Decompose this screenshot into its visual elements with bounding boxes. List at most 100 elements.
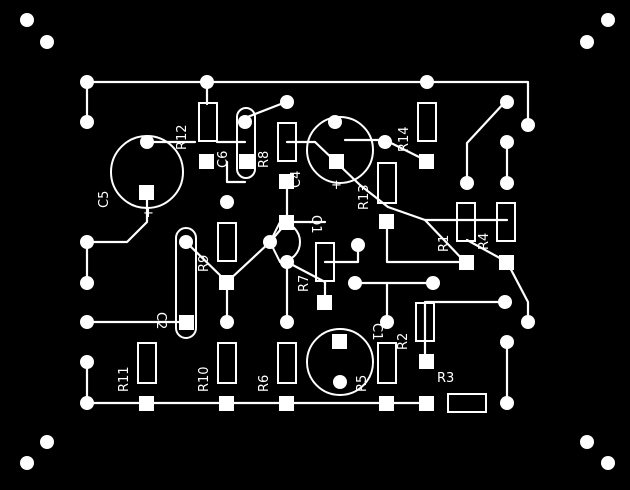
pad — [333, 375, 347, 389]
pad — [521, 118, 535, 132]
pad — [500, 135, 514, 149]
track — [313, 140, 509, 222]
label-q1: Q1 — [308, 215, 323, 234]
resistor-r4-outline — [496, 202, 516, 242]
label-c6: C6 — [216, 151, 231, 168]
resistor-r12-outline — [198, 102, 218, 142]
label-r2: R2 — [396, 333, 411, 350]
square-pad — [332, 334, 347, 349]
track — [85, 80, 530, 127]
pad — [420, 75, 434, 89]
label-r6: R6 — [257, 375, 272, 392]
pad — [80, 355, 94, 369]
pad — [80, 235, 94, 249]
mounting-hole — [20, 456, 34, 470]
square-pad — [139, 185, 154, 200]
pad — [140, 135, 154, 149]
label-r12: R12 — [175, 124, 190, 150]
mounting-hole — [580, 35, 594, 49]
label-r14: R14 — [397, 126, 412, 152]
label-r8: R8 — [257, 151, 272, 168]
square-pad — [419, 154, 434, 169]
pad — [179, 235, 193, 249]
pad — [80, 315, 94, 329]
label-r1: R1 — [437, 235, 452, 252]
track — [423, 300, 507, 342]
track — [243, 100, 288, 120]
square-pad — [199, 154, 214, 169]
resistor-r10-outline — [217, 342, 237, 384]
mounting-hole — [40, 435, 54, 449]
mounting-hole — [601, 13, 615, 27]
pad — [500, 95, 514, 109]
mounting-holes — [20, 13, 615, 470]
resistor-r7-outline — [315, 242, 335, 282]
label-r7: R7 — [297, 275, 312, 292]
mounting-hole — [20, 13, 34, 27]
mounting-hole — [580, 435, 594, 449]
label-c1: C1 — [369, 323, 384, 340]
square-pad — [179, 315, 194, 330]
square-pad — [329, 154, 344, 169]
resistor-r11-outline — [137, 342, 157, 384]
pad — [220, 315, 234, 329]
label-r13: R13 — [357, 184, 372, 210]
track — [85, 188, 149, 244]
round-pads — [80, 75, 535, 410]
resistor-r9-outline — [217, 222, 237, 262]
track — [225, 160, 247, 184]
pad — [80, 115, 94, 129]
pad — [426, 276, 440, 290]
pad — [500, 396, 514, 410]
square-pads — [139, 154, 514, 411]
track — [385, 218, 467, 264]
capacitor-c6-outline — [236, 107, 256, 179]
track — [465, 100, 507, 185]
pad — [378, 135, 392, 149]
square-pad — [219, 396, 234, 411]
square-pad — [419, 354, 434, 369]
pad — [521, 315, 535, 329]
square-pad — [279, 215, 294, 230]
pad — [500, 335, 514, 349]
pad — [280, 95, 294, 109]
pad — [351, 238, 365, 252]
label-r3: R3 — [437, 371, 454, 386]
pad — [498, 295, 512, 309]
mounting-hole — [601, 456, 615, 470]
square-pad — [419, 396, 434, 411]
pad — [80, 396, 94, 410]
capacitor-c4-outline — [306, 116, 374, 184]
pad — [280, 255, 294, 269]
pad — [200, 75, 214, 89]
pad — [80, 75, 94, 89]
pad — [500, 176, 514, 190]
capacitor-c1-outline — [306, 328, 374, 396]
pad — [348, 276, 362, 290]
silkscreen-labels: C5 R12 C6 R8 C4 R14 + + R13 R1 R4 Q1 R9 … — [97, 124, 492, 392]
resistor-r2-outline — [415, 302, 435, 342]
pad — [263, 235, 277, 249]
label-r10: R10 — [197, 366, 212, 392]
resistor-r8-outline — [277, 122, 297, 162]
resistor-r14-outline — [417, 102, 437, 142]
resistor-r1-outline — [456, 202, 476, 242]
resistor-r13-outline — [377, 162, 397, 204]
square-pad — [279, 174, 294, 189]
pad — [280, 315, 294, 329]
pad — [220, 195, 234, 209]
square-pad — [499, 255, 514, 270]
square-pad — [239, 154, 254, 169]
pad — [328, 115, 342, 129]
square-pad — [379, 214, 394, 229]
square-pad — [379, 396, 394, 411]
pad — [238, 115, 252, 129]
label-r4: R4 — [477, 233, 492, 250]
label-c2: C2 — [153, 312, 168, 329]
square-pad — [279, 396, 294, 411]
label-c5: C5 — [97, 191, 112, 208]
label-r5: R5 — [355, 375, 370, 392]
label-c4-polarity: + — [331, 178, 342, 193]
square-pad — [317, 295, 332, 310]
